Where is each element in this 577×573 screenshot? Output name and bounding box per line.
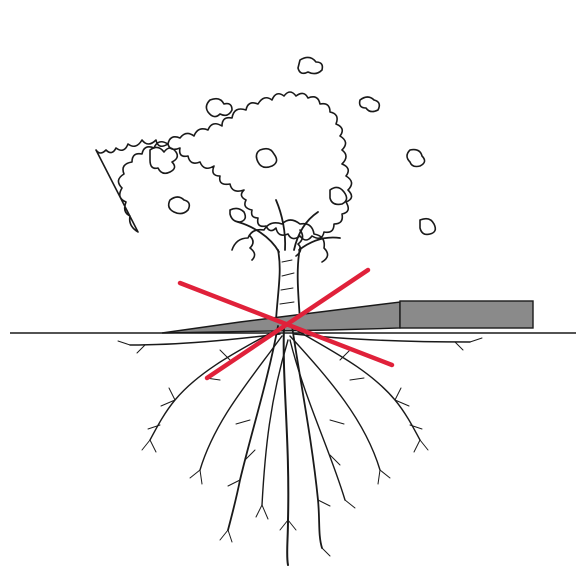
tree-roots-icon bbox=[118, 326, 482, 565]
tree-crown-icon bbox=[96, 57, 435, 262]
trunk-left-edge bbox=[276, 250, 280, 320]
pavement-slab bbox=[400, 301, 533, 328]
pavement-ramp-icon bbox=[162, 301, 533, 333]
crown-outline bbox=[96, 92, 352, 240]
trunk-right-edge bbox=[298, 248, 300, 320]
